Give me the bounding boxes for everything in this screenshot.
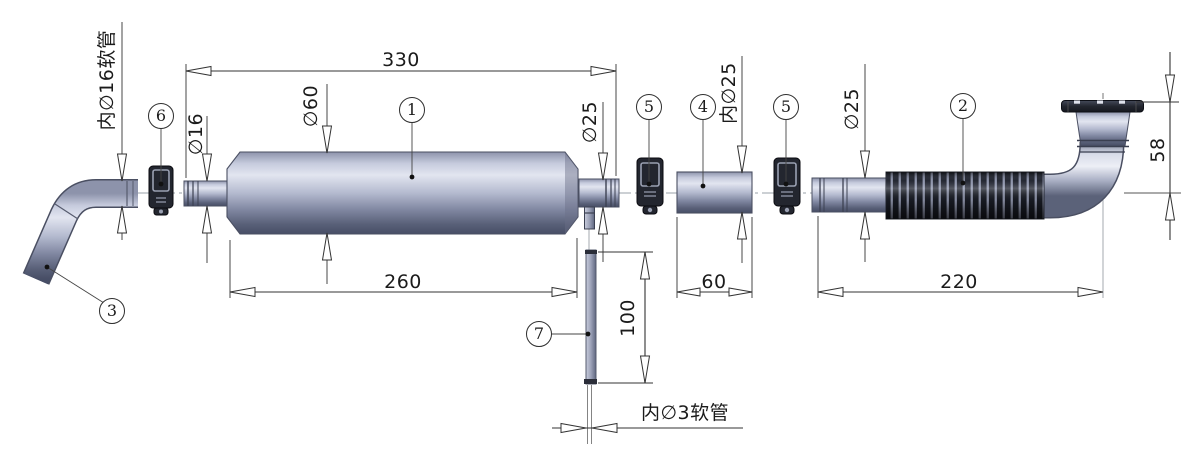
dim-outlet-diameter: ∅25 [579, 100, 601, 144]
dim-sleeve-inner-diameter: 内∅25 [718, 62, 740, 124]
dim-flange-height: 58 [1147, 137, 1169, 163]
balloon-7-drain-tube: 7 [526, 321, 552, 347]
part-7-drain-tube [584, 249, 597, 444]
balloon-leaders [44, 119, 966, 337]
balloon-3-inlet-pipe: 3 [99, 298, 125, 324]
dim-overall-length: 330 [382, 49, 420, 71]
part-2-flex-pipe [811, 93, 1144, 220]
dim-body-length: 260 [384, 271, 422, 293]
dim-inlet-diameter: ∅16 [185, 112, 207, 156]
part-1-muffler [183, 151, 620, 235]
balloon-5-clamp-left: 5 [636, 94, 662, 120]
balloon-2-flex-pipe: 2 [950, 93, 976, 119]
balloon-4-sleeve: 4 [690, 94, 716, 120]
dim-drop-height: 100 [617, 299, 639, 337]
dimension-arrows [116, 65, 1176, 434]
note-inlet-hose: 内∅16软管 [96, 29, 118, 131]
part-3-inlet-bent-pipe [22, 179, 138, 285]
dim-flex-diameter: ∅25 [841, 87, 863, 131]
balloon-1-muffler: 1 [399, 97, 425, 123]
dim-sleeve-length: 60 [701, 271, 727, 293]
dimension-lines [121, 22, 1179, 429]
dim-body-diameter: ∅60 [300, 84, 322, 128]
part-4-sleeve [676, 171, 753, 214]
balloon-6-clamp-small: 6 [148, 103, 174, 129]
balloon-5-clamp-right: 5 [773, 94, 799, 120]
note-drain-hose: 内∅3软管 [641, 402, 730, 424]
dim-flex-length: 220 [940, 271, 978, 293]
